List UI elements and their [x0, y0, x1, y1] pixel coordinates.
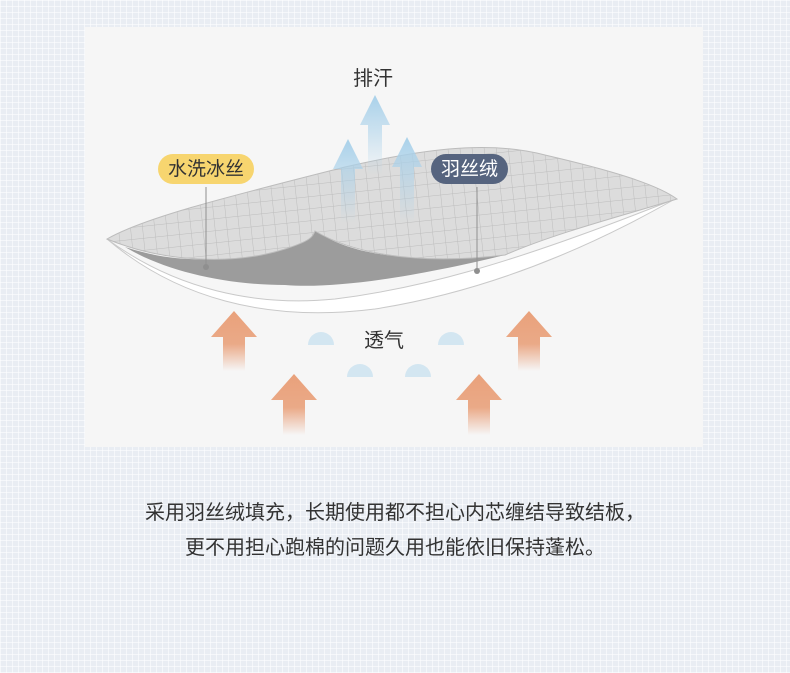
feather-velvet-tag: 羽丝绒 [431, 154, 509, 184]
air-arrow-icon [211, 311, 257, 371]
caption-line-2: 更不用担心跑棉的问题久用也能依旧保持蓬松。 [185, 535, 605, 559]
washable-silk-tag: 水洗冰丝 [158, 154, 255, 184]
air-bubble-icon [405, 364, 431, 377]
sweat-arrow-icon [360, 95, 390, 175]
air-bubble-icon [438, 332, 464, 345]
sweat-label: 排汗 [353, 66, 393, 90]
air-bubble-icon [347, 364, 373, 377]
air-arrow-icon [456, 374, 502, 435]
mat-filling-layer [125, 231, 505, 286]
illustration-panel: 排汗 透气 水洗冰丝 羽丝绒 [85, 27, 703, 447]
leader-dot-feather-velvet [474, 268, 480, 274]
air-arrow-icon [506, 311, 552, 371]
air-bubble-icon [308, 332, 334, 345]
sweat-arrow-icon [333, 139, 363, 223]
air-arrow-icon [271, 374, 317, 435]
breathable-label: 透气 [364, 328, 404, 352]
mat-illustration [105, 95, 679, 435]
caption-line-1: 采用羽丝绒填充，长期使用都不担心内芯缠结导致结板， [145, 500, 645, 524]
leader-dot-washable-silk [203, 264, 209, 270]
sweat-arrow-icon [392, 137, 422, 223]
